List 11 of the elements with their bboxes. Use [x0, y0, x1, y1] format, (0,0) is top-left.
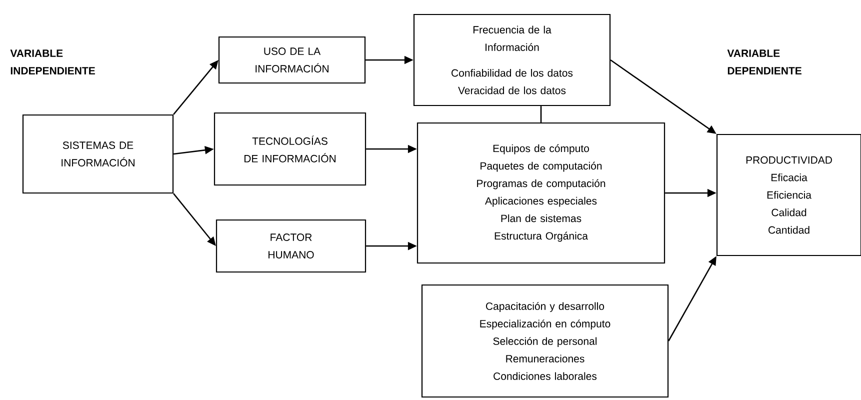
heading-label: VARIABLE INDEPENDIENTE [10, 50, 95, 74]
process-box: TECNOLOGÍAS DE INFORMACIÓN [214, 112, 366, 186]
process-box: Equipos de cómputo Paquetes de computación Programas de computación Aplicaciones especiales Plan de sistemas Estructura Orgánica [416, 122, 666, 264]
process-box: PRODUCTIVIDAD Eficacia Eficiencia Calidad Cantidad [716, 134, 861, 256]
process-box: SISTEMAS DE INFORMACIÓN [22, 114, 174, 194]
process-box: FACTOR HUMANO [216, 219, 366, 273]
heading-label: VARIABLE DEPENDIENTE [727, 50, 802, 74]
process-box: USO DE LA INFORMACIÓN [218, 36, 366, 84]
process-box: Capacitación y desarrollo Especialización en cómputo Selección de personal Remuneraciones Condiciones laborales [421, 284, 669, 398]
connector-line [540, 106, 542, 122]
process-box: Frecuencia de la Información Confiabilidad de los datos Veracidad de los datos [413, 14, 611, 106]
